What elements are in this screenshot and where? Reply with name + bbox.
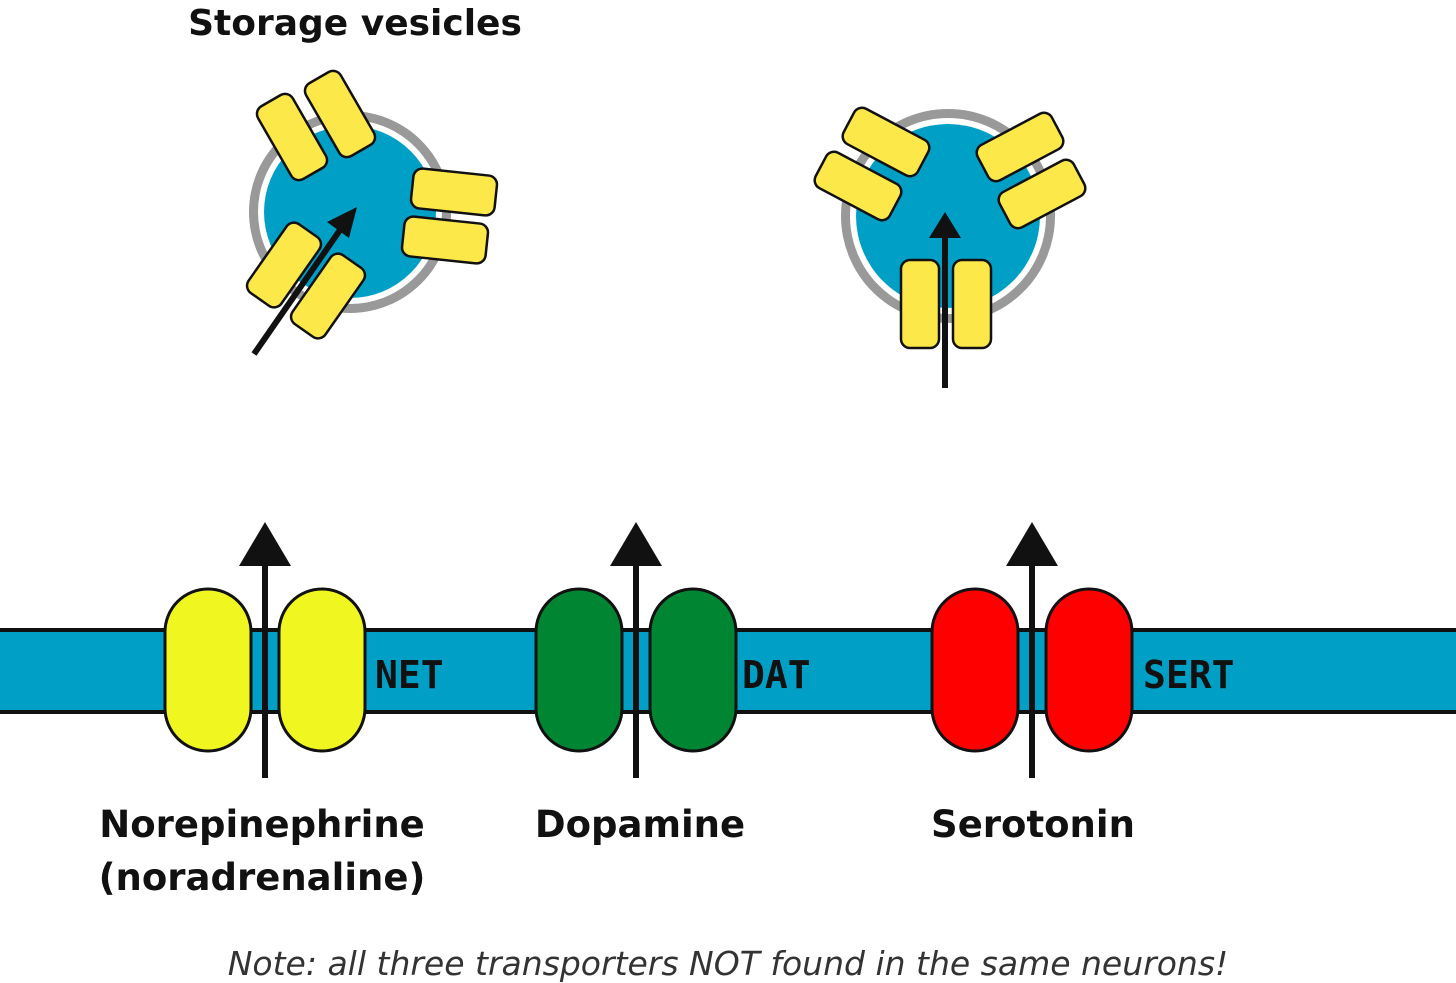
transporter-dat: DAT Dopamine xyxy=(534,522,811,846)
neurotransmitter-name-alt: (noradrenaline) xyxy=(99,856,426,899)
vesicle-transporter-subunit xyxy=(975,111,1065,183)
transporter-abbr: SERT xyxy=(1143,653,1235,697)
vesicle-transporter-subunit xyxy=(303,69,377,159)
transporter-net: NET Norepinephrine (noradrenaline) xyxy=(99,522,444,899)
uptake-arrow-shaft xyxy=(251,228,343,356)
vesicle-transporter-subunit xyxy=(289,252,367,340)
vesicle-transporter-subunit xyxy=(813,150,903,222)
vesicle-transporter-subunit xyxy=(841,106,931,178)
transporter-abbr: DAT xyxy=(742,653,811,697)
neurotransmitter-name: Dopamine xyxy=(535,803,745,846)
uptake-arrow-head xyxy=(929,212,961,238)
reuptake-arrow-head xyxy=(1006,522,1058,566)
neurotransmitter-name: Serotonin xyxy=(931,803,1135,846)
vesicle-transporter-subunit xyxy=(255,92,329,182)
storage-vesicle-right xyxy=(813,106,1087,388)
transporter-subunit xyxy=(163,587,253,753)
neurotransmitter-name: Norepinephrine xyxy=(99,803,425,846)
reuptake-arrow-head xyxy=(610,522,662,566)
vesicle-transporter-subunit xyxy=(245,221,323,309)
vesicle-transporter-subunit xyxy=(951,258,993,350)
transporter-abbr: NET xyxy=(375,653,444,697)
transporter-subunit xyxy=(1044,587,1134,753)
storage-vesicle-left xyxy=(245,69,499,356)
vesicle-transporter-subunit xyxy=(400,215,490,265)
transporter-subunit xyxy=(930,587,1020,753)
transporter-subunit xyxy=(534,587,624,753)
transporter-subunit xyxy=(648,587,738,753)
footnote: Note: all three transporters NOT found i… xyxy=(228,944,1229,983)
uptake-arrow-head xyxy=(327,207,357,238)
reuptake-arrow-head xyxy=(239,522,291,566)
vesicle-transporter-subunit xyxy=(899,258,941,350)
transporter-subunit xyxy=(277,587,367,753)
storage-vesicles-title: Storage vesicles xyxy=(188,3,522,44)
vesicle-transporter-subunit xyxy=(997,158,1087,230)
vesicle-transporter-subunit xyxy=(409,167,499,217)
transporter-sert: SERT Serotonin xyxy=(930,522,1235,846)
